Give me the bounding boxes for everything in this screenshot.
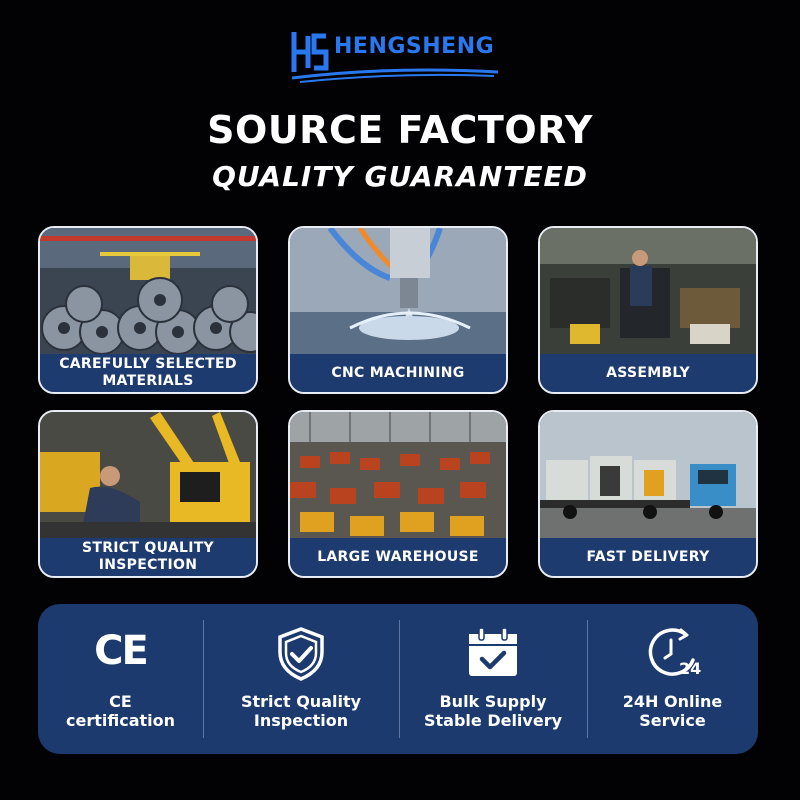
- page-title: SOURCE FACTORY: [207, 108, 593, 152]
- card-assembly: ASSEMBLY: [538, 226, 758, 394]
- hs-logo-icon: [291, 32, 329, 72]
- feature-inspection: Strict Quality Inspection: [203, 604, 399, 754]
- cnc-photo: [290, 228, 506, 356]
- feature-label: 24H Online Service: [622, 692, 723, 730]
- divider: [399, 620, 400, 738]
- card-inspection: STRICT QUALITY INSPECTION: [38, 410, 258, 578]
- card-caption: CNC MACHINING: [290, 354, 506, 392]
- inspection-photo: [40, 412, 256, 540]
- clock-24-icon: 24: [645, 626, 701, 686]
- card-warehouse: LARGE WAREHOUSE: [288, 410, 508, 578]
- card-caption: CAREFULLY SELECTED MATERIALS: [40, 354, 256, 392]
- feature-ce: CE CE certification: [38, 604, 203, 754]
- warehouse-photo: [290, 412, 506, 540]
- shield-check-icon: [276, 626, 326, 686]
- assembly-photo: [540, 228, 756, 356]
- divider: [587, 620, 588, 738]
- features-panel: CE CE certification Strict Quality Inspe…: [38, 604, 758, 754]
- feature-service: 24 24H Online Service: [587, 604, 758, 754]
- feature-label: Strict Quality Inspection: [240, 692, 362, 730]
- feature-label: CE certification: [65, 692, 175, 730]
- feature-supply: Bulk Supply Stable Delivery: [399, 604, 587, 754]
- card-caption: LARGE WAREHOUSE: [290, 538, 506, 576]
- card-materials: CAREFULLY SELECTED MATERIALS: [38, 226, 258, 394]
- wave-underline: [291, 68, 499, 83]
- brand-name: HENGSHENG: [334, 34, 495, 59]
- divider: [203, 620, 204, 738]
- card-caption: STRICT QUALITY INSPECTION: [40, 538, 256, 576]
- ce-mark-icon: CE: [94, 628, 149, 674]
- card-delivery: FAST DELIVERY: [538, 410, 758, 578]
- brand-logo: HENGSHENG: [290, 28, 510, 84]
- svg-text:24: 24: [679, 659, 701, 678]
- truck-photo: [540, 412, 756, 540]
- steel-coils-photo: [40, 228, 256, 356]
- card-caption: FAST DELIVERY: [540, 538, 756, 576]
- card-caption: ASSEMBLY: [540, 354, 756, 392]
- page-subtitle: QUALITY GUARANTEED: [212, 160, 588, 193]
- card-cnc: CNC MACHINING: [288, 226, 508, 394]
- calendar-check-icon: [466, 626, 520, 684]
- feature-label: Bulk Supply Stable Delivery: [423, 692, 563, 730]
